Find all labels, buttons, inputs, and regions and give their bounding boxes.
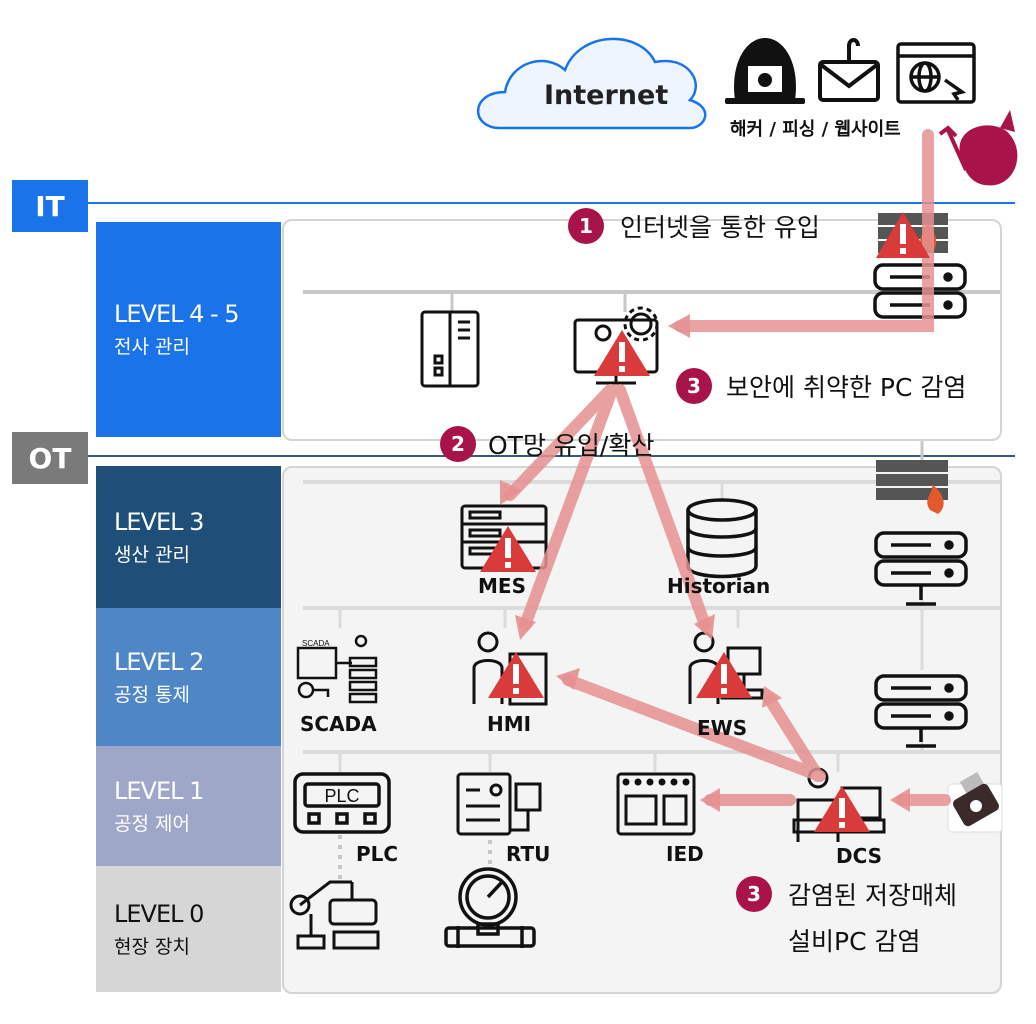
mes-label: MES — [478, 574, 526, 598]
level-2: LEVEL 2 공정 통제 — [96, 608, 281, 746]
ot-server-1-icon — [874, 531, 968, 606]
hacker-icon — [725, 38, 805, 104]
warning-icon — [814, 786, 870, 832]
ot-firewall-icon — [876, 460, 948, 514]
server-cabinet-icon — [420, 310, 480, 388]
callout-internet-inflow: 인터넷을 통한 유입 — [620, 213, 820, 242]
rtu-label: RTU — [506, 842, 551, 866]
plc-label: PLC — [356, 842, 399, 866]
ied-icon — [616, 772, 696, 836]
scada-label: SCADA — [300, 712, 377, 736]
step-badge: 2 — [440, 426, 476, 462]
level-1: LEVEL 1 공정 제어 — [96, 746, 281, 866]
threat-sources-label: 해커 / 피싱 / 웹사이트 — [730, 119, 901, 140]
step-badge: 1 — [568, 208, 604, 244]
ews-label: EWS — [697, 716, 748, 740]
callout-infected-media-line2: 설비PC 감염 — [788, 927, 921, 956]
callout-vulnerable-pc: 보안에 취약한 PC 감염 — [726, 373, 967, 402]
level-title: LEVEL 4 - 5 — [114, 300, 240, 328]
scada-icon — [296, 634, 378, 704]
callout-infected-media-line1: 감염된 저장매체 — [788, 881, 957, 910]
attack-path-arrows — [504, 129, 951, 806]
internet-label: Internet — [544, 80, 669, 111]
warning-icon — [488, 652, 544, 698]
level-title: LEVEL 0 — [114, 899, 204, 928]
usb-malware-icon — [947, 771, 1003, 833]
level-title: LEVEL 3 — [114, 507, 204, 536]
attack-arrow-heads — [500, 314, 910, 812]
ot-server-2-icon — [874, 674, 968, 748]
website-icon — [896, 42, 976, 104]
pressure-gauge-icon — [444, 867, 536, 948]
ot-zone-tag: OT — [12, 432, 88, 484]
internet-cloud-icon — [476, 37, 707, 130]
level-subtitle: 공정 통제 — [114, 683, 190, 706]
level-title: LEVEL 1 — [114, 776, 204, 805]
level-subtitle: 현장 장치 — [114, 935, 190, 958]
warning-icon — [480, 526, 536, 572]
dcs-label: DCS — [836, 844, 883, 868]
plc-display-text: PLC — [324, 786, 359, 806]
level-subtitle: 공정 제어 — [114, 812, 190, 835]
plc-icon — [293, 772, 391, 834]
rtu-icon — [456, 772, 542, 836]
level-subtitle: 생산 관리 — [114, 543, 190, 566]
level-subtitle: 전사 관리 — [114, 336, 190, 358]
it-zone-tag: IT — [12, 180, 88, 232]
historian-label: Historian — [667, 574, 771, 598]
callout-ot-spread: OT망 유입/확산 — [488, 431, 655, 460]
devil-icon — [938, 110, 1018, 186]
level-0: LEVEL 0 현장 장치 — [96, 866, 281, 992]
robot-arm-icon — [289, 880, 380, 950]
scada-screen-text: SCADA — [302, 639, 330, 648]
warning-icon — [876, 212, 930, 258]
warning-icon — [696, 652, 752, 698]
hmi-label: HMI — [487, 712, 532, 736]
ied-label: IED — [666, 842, 704, 866]
warning-icons — [480, 212, 930, 832]
step-badge: 3 — [676, 368, 712, 404]
phishing-mail-icon — [818, 38, 880, 102]
step-badge: 3 — [736, 876, 772, 912]
level-3: LEVEL 3 생산 관리 — [96, 466, 281, 608]
server-rack-icon — [873, 263, 967, 319]
historian-icon — [686, 498, 758, 579]
level-4-5: LEVEL 4 - 5 전사 관리 — [96, 222, 281, 437]
level-title: LEVEL 2 — [114, 647, 204, 676]
warning-icon — [594, 330, 650, 376]
